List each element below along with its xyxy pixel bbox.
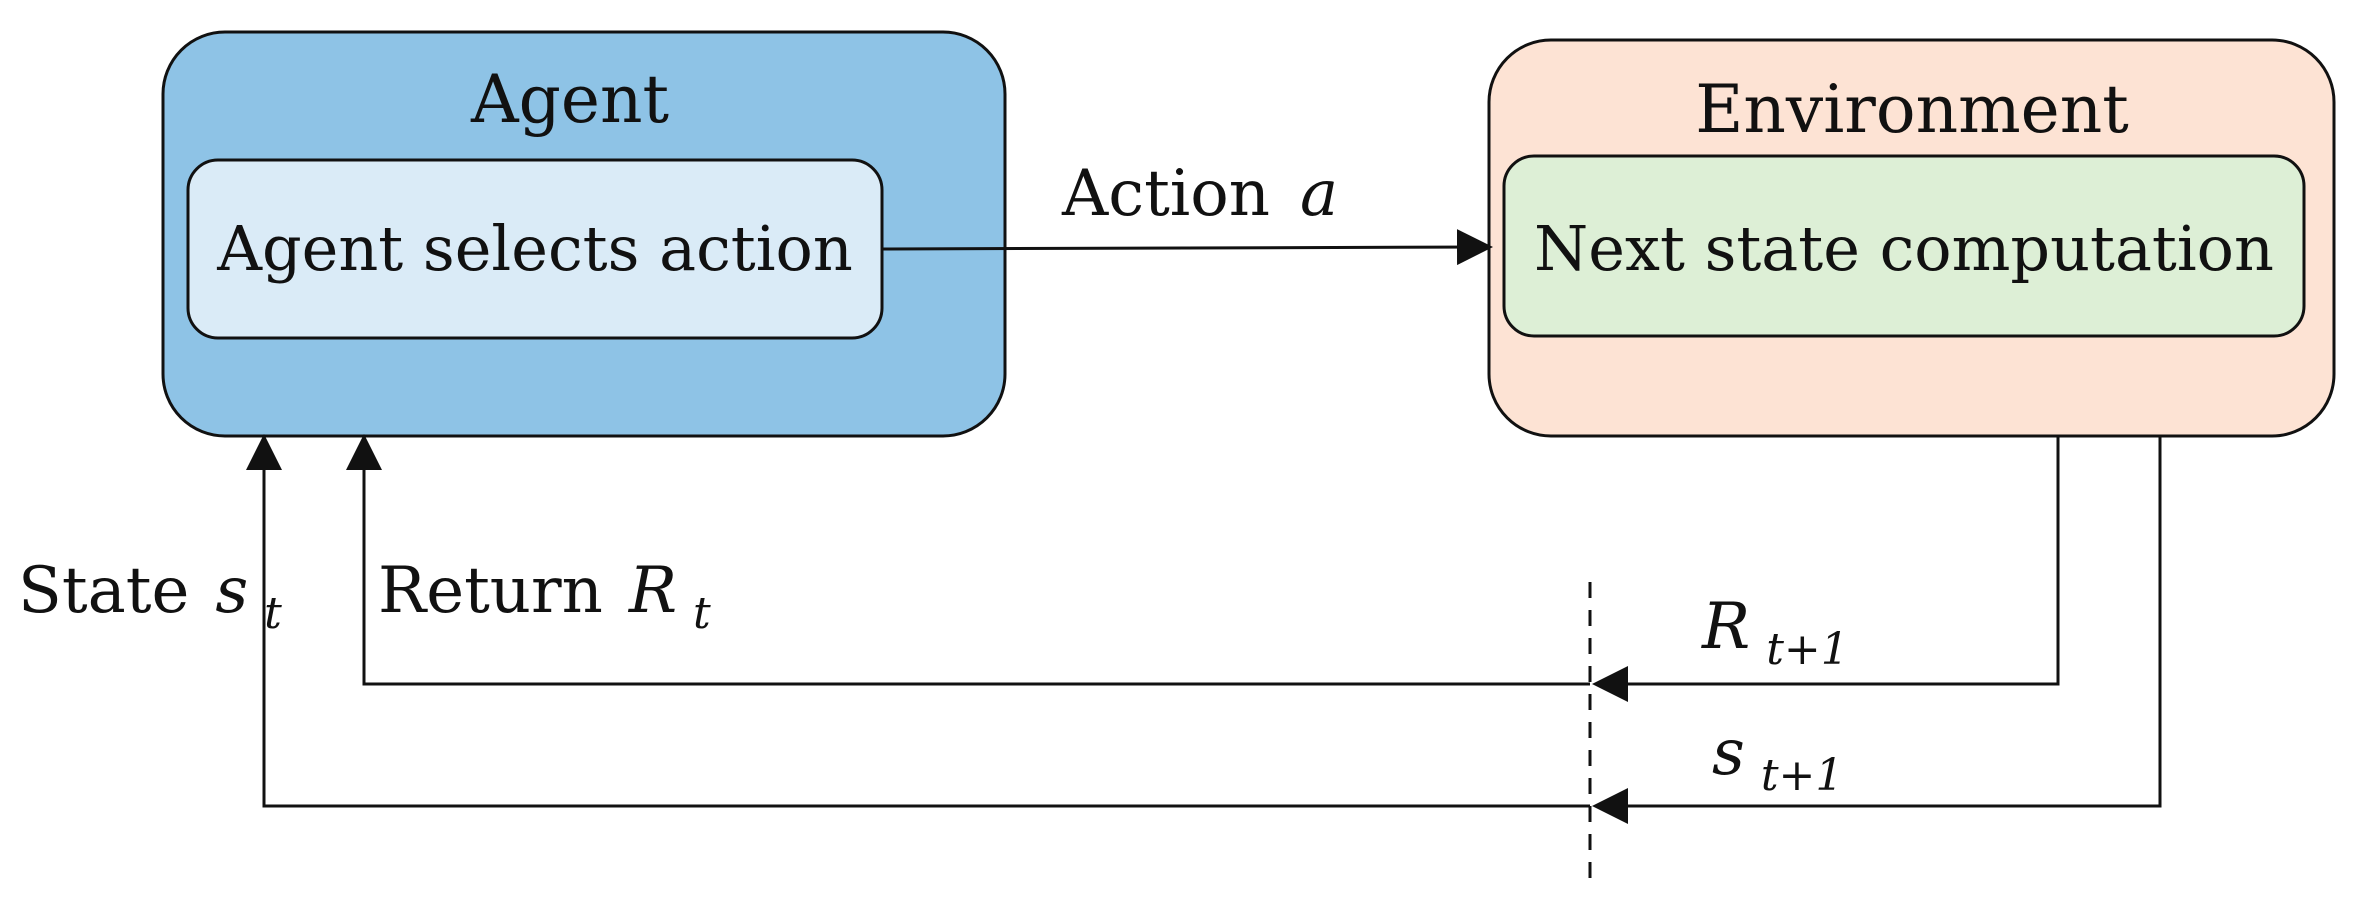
return-label-subscript: t — [693, 588, 711, 639]
return-path-agent — [346, 434, 1590, 686]
action-edge: Action a — [881, 157, 1493, 266]
environment-node: Environment Next state computation — [1487, 38, 2336, 438]
return-label: Return R t — [378, 554, 711, 639]
state-path-env — [1592, 437, 2162, 824]
action-label-text: Action — [1061, 157, 1270, 231]
agent-title: Agent — [470, 61, 669, 138]
return-label-symbol: R — [628, 554, 677, 628]
action-label-symbol: a — [1300, 157, 1338, 231]
return-edge: Return R t R t+1 — [346, 434, 2060, 702]
agent-node: Agent Agent selects action — [161, 30, 1007, 438]
next-return-label: R t+1 — [1701, 590, 1849, 675]
return-label-text: Return — [378, 554, 603, 628]
agent-inner-label: Agent selects action — [216, 212, 853, 285]
state-label-subscript: t — [264, 588, 282, 639]
state-edge: State s t s t+1 — [18, 434, 2162, 824]
state-label-symbol: s — [215, 554, 248, 628]
next-return-symbol: R — [1701, 590, 1750, 664]
return-path-env — [1592, 437, 2060, 702]
next-state-symbol: s — [1712, 716, 1745, 790]
state-path-agent — [246, 434, 1590, 808]
environment-inner-box — [1502, 154, 2306, 338]
next-state-subscript: t+1 — [1761, 750, 1844, 801]
state-label: State s t — [18, 554, 282, 639]
environment-inner-label: Next state computation — [1534, 212, 2274, 285]
next-state-label: s t+1 — [1712, 716, 1843, 801]
action-arrow — [881, 229, 1493, 266]
next-return-subscript: t+1 — [1766, 624, 1849, 675]
environment-title: Environment — [1695, 71, 2129, 148]
action-label: Action a — [1061, 157, 1338, 231]
state-label-text: State — [18, 554, 189, 628]
